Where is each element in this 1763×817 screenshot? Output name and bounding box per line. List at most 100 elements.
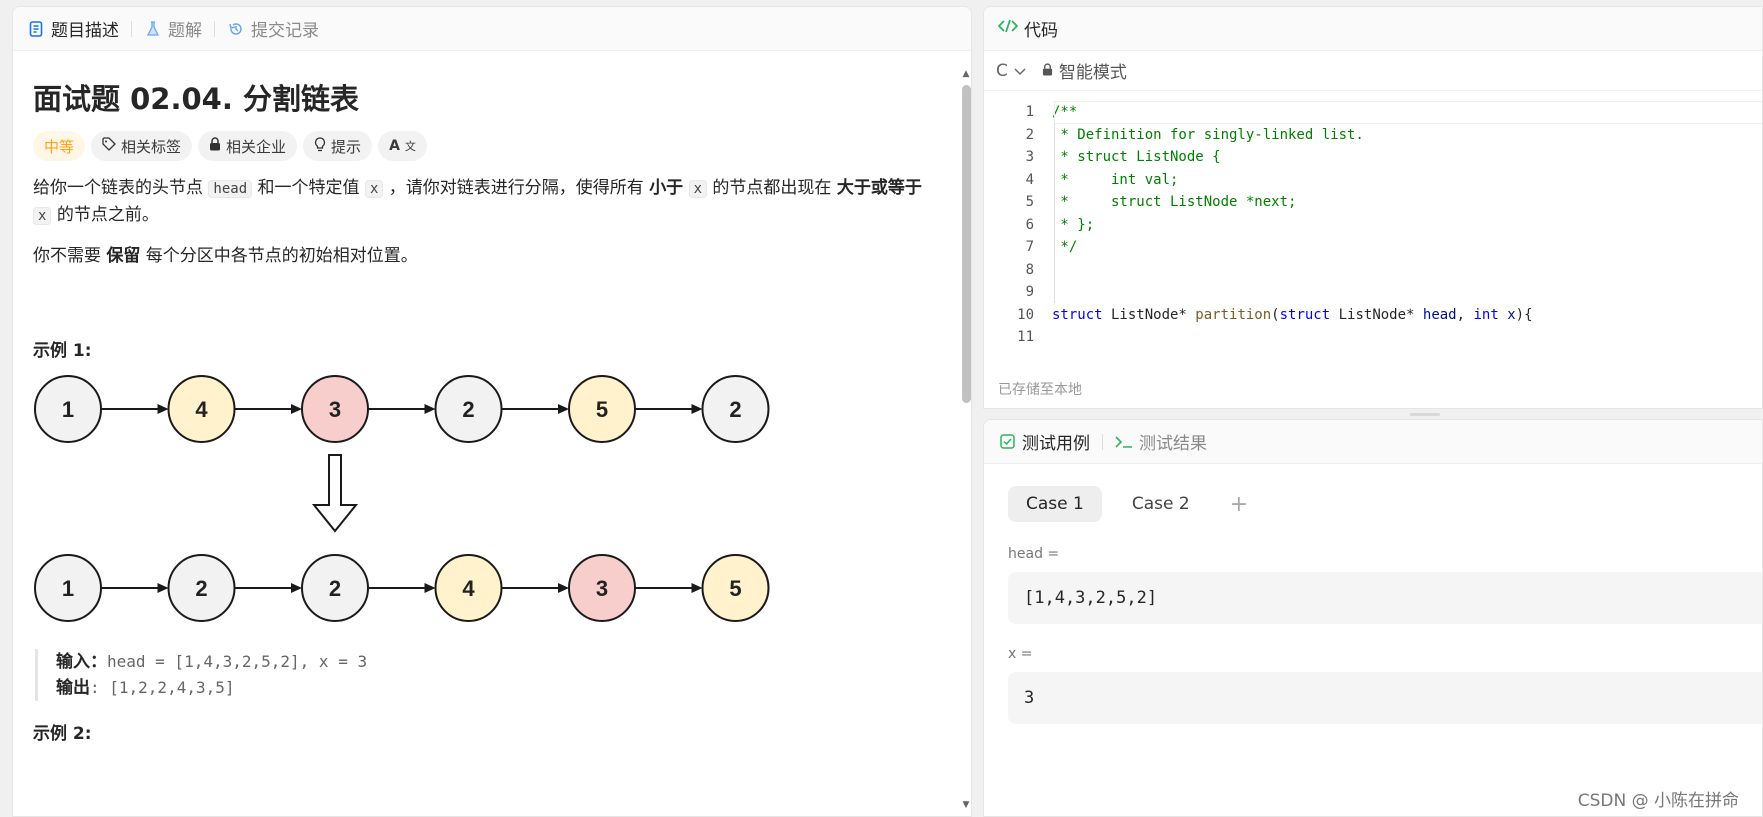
bottom-row-node [301,554,369,622]
top-row-node-label: 2 [729,397,741,422]
inline-code: x [688,180,708,198]
code-editor[interactable]: 1/** 2 * Definition for singly-linked li… [984,101,1762,359]
bottom-row-node-label: 2 [329,576,341,601]
language-select[interactable]: C [996,61,1026,81]
inline-code: x [33,207,52,225]
related-tags-button[interactable]: 相关标签 [91,131,193,161]
top-row-node-label: 4 [195,397,208,422]
bottom-row-node [701,554,770,622]
transform-down-arrow-icon [311,454,359,533]
document-icon [27,20,45,38]
example-1-title: 示例 1: [33,341,92,361]
related-companies-button[interactable]: 相关企业 [198,131,298,161]
problem-note: 你不需要 保留 每个分区中各节点的初始相对位置。 [33,241,938,266]
lock-icon [209,137,221,155]
smart-mode-label: 智能模式 [1058,63,1127,83]
top-row-node [568,375,636,443]
hint-button[interactable]: 提示 [303,131,373,161]
code-line: 9 [984,281,1762,304]
smart-mode-toggle[interactable]: 智能模式 [1042,58,1127,83]
saved-status: 已存储至本地 [998,382,1082,398]
code-line: 6 * }; [984,214,1762,237]
code-line: 1/** [984,101,1762,124]
language-bar: C 智能模式 [984,51,1762,91]
note-text: 你不需要 [33,246,107,266]
code-text: /** [1052,104,1078,120]
line-number: 3 [1025,149,1034,165]
current-line-highlight [1054,101,1762,124]
top-row-node-label: 1 [62,397,74,422]
test-tabs: 测试用例 测试结果 [984,420,1762,464]
panel-resize-handle[interactable] [1410,413,1440,416]
related-companies-label: 相关企业 [226,137,287,156]
desc-text: 和一个特定值 [252,178,365,198]
code-line: 3 * struct ListNode { [984,146,1762,169]
tab-testcases-label: 测试用例 [1022,434,1090,454]
tab-testresults[interactable]: 测试结果 [1115,429,1207,454]
code-line: 2 * Definition for singly-linked list. [984,124,1762,147]
desc-text: 的节点之前。 [51,205,159,225]
bottom-row-arrow-head [424,583,436,593]
tab-testcases[interactable]: 测试用例 [998,429,1090,454]
tab-divider [131,20,132,37]
desc-text [683,178,688,198]
line-number: 5 [1025,194,1034,210]
scroll-down-arrow-icon[interactable]: ▼ [962,800,970,810]
flask-icon [144,20,162,38]
code-text: * struct ListNode *next; [1052,194,1297,210]
indent-guide [1054,123,1055,303]
top-row-node [701,375,770,443]
scroll-thumb[interactable] [962,85,971,403]
code-line: 4 * int val; [984,169,1762,192]
case-2-tab[interactable]: Case 2 [1131,494,1190,514]
tab-description[interactable]: 题目描述 [27,16,119,41]
code-text [1034,259,1052,282]
top-row-node [434,375,503,443]
language-value: C [996,60,1008,81]
input-label: 输入： [56,652,107,672]
tab-solutions-label: 题解 [168,21,202,41]
code-line: 8 [984,259,1762,282]
example-2-title: 示例 2: [33,724,92,744]
bottom-row-node [34,554,102,622]
problem-tabs: 题目描述 题解 提交记录 [13,7,971,51]
tab-testresults-label: 测试结果 [1139,434,1207,454]
bottom-row-node-label: 3 [596,576,608,601]
translate-icon-suffix: 文 [404,140,416,153]
bottom-row-node [167,554,236,622]
param-input[interactable]: 3 [1008,672,1762,724]
param-input[interactable]: [1,4,3,2,5,2] [1008,572,1762,624]
top-row-node-label: 3 [329,397,341,422]
top-row-arrow-head [558,404,569,414]
tab-submissions[interactable]: 提交记录 [227,16,319,41]
line-number: 8 [1025,261,1034,278]
problem-scrollbar[interactable]: ▲ ▼ [961,65,971,810]
tab-solutions[interactable]: 题解 [144,16,202,41]
code-line: 5 * struct ListNode *next; [984,191,1762,214]
history-icon [227,20,245,38]
top-row-arrow-head [691,404,703,414]
case-1-tab[interactable]: Case 1 [1008,486,1102,522]
translate-icon: A [389,138,400,154]
code-text: * }; [1052,216,1095,233]
example-1-io: 输入：head = [1,4,3,2,5,2], x = 3 输出: [1,2,… [35,649,938,701]
code-icon [997,18,1019,39]
top-row-node [301,375,369,443]
line-number: 2 [1025,126,1034,143]
bottom-row-node-label: 2 [195,576,207,601]
bottom-row-arrow-head [291,583,302,593]
line-number: 11 [1017,329,1034,345]
tab-divider [1102,433,1103,450]
code-text: * struct ListNode { [1052,149,1221,165]
top-row-node [34,375,102,443]
input-value: head = [1,4,3,2,5,2], x = 3 [107,652,368,671]
output-label: 输出 [56,678,90,698]
param-label: x = [1008,646,1033,662]
tab-description-label: 题目描述 [51,21,119,41]
scroll-up-arrow-icon[interactable]: ▲ [962,69,970,79]
add-case-button[interactable]: + [1229,491,1249,517]
line-number: 6 [1025,216,1034,233]
code-title: 代码 [1024,21,1058,41]
